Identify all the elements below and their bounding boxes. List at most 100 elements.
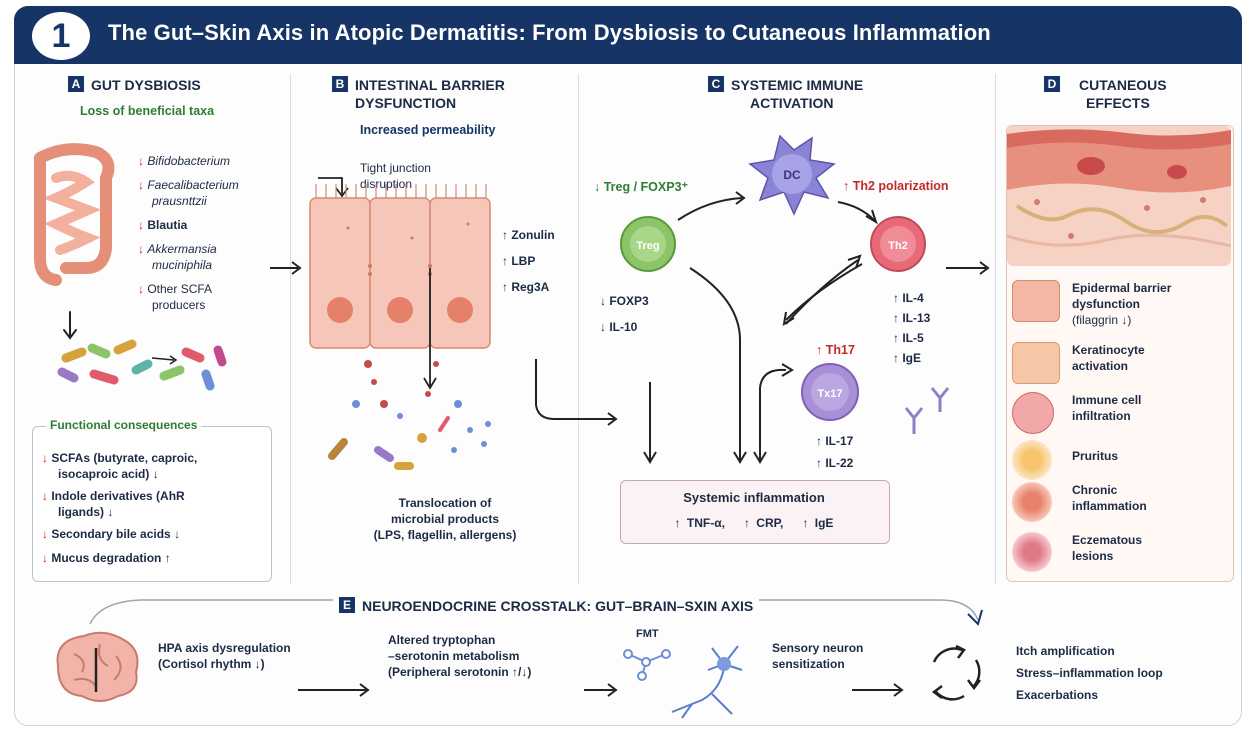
- marker-il22: ↑ IL-22: [816, 456, 854, 470]
- cell-nucleus: [387, 297, 413, 323]
- dendritic-cell: DC: [748, 134, 836, 216]
- immune-cell-icon: [1012, 392, 1054, 434]
- ascending-colon-shape: [34, 152, 62, 286]
- section-e-letter: E: [339, 597, 355, 613]
- skin-cross-section: [1007, 126, 1231, 266]
- marker-lbp: ↑ LBP: [502, 254, 536, 268]
- marker-tnf: ↑ TNF-α,: [674, 516, 725, 530]
- section-b-subheading: Increased permeability: [360, 123, 496, 137]
- outcome-exacerbations: Exacerbations: [1016, 688, 1099, 702]
- divider-a-b: [290, 74, 291, 584]
- th2-cell-label: Th2: [888, 240, 908, 252]
- neuron-illustration: [623, 645, 743, 719]
- section-a-heading: A GUT DYSBIOSIS: [68, 76, 201, 94]
- th2-markers: ↑ IL-4 ↑ IL-13 ↑ IL-5 ↑ IgE: [893, 288, 930, 368]
- treg-cell-label: Treg: [636, 240, 659, 252]
- systemic-inflammation-title: Systemic inflammation: [683, 490, 825, 505]
- arrow-sensory-to-loop: [852, 683, 904, 697]
- epithelium-illustration: [309, 177, 491, 470]
- fmt-label: FMT: [636, 628, 659, 640]
- hpa-label: HPA axis dysregulation(Cortisol rhythm ↓…: [158, 641, 291, 671]
- marker-il4: ↑ IL-4: [893, 291, 924, 305]
- systemic-inflammation-box: [620, 480, 890, 544]
- marker-il5: ↑ IL-5: [893, 331, 924, 345]
- th17-markers: ↑ IL-17 ↑ IL-22: [816, 430, 853, 474]
- inflammation-icon: [1012, 482, 1052, 522]
- arrow-c-to-d: [946, 261, 990, 275]
- epithelial-cell: [429, 197, 491, 349]
- consequence-item: ↓ Secondary bile acids ↓: [42, 527, 181, 541]
- lesion-icon: [1012, 532, 1052, 572]
- outcomes-list: Itch amplification Stress–inflammation l…: [1016, 640, 1163, 706]
- brain-icon: [56, 631, 139, 702]
- marker-reg3a: ↑ Reg3A: [502, 280, 550, 294]
- outcome-loop: Stress–inflammation loop: [1016, 666, 1163, 680]
- cell-nucleus: [327, 297, 353, 323]
- functional-consequences-title: Functional consequences: [46, 418, 202, 432]
- bacteria-illustration: [57, 311, 227, 391]
- treg-reduction-label: ↓ Treg / FOXP3⁺: [594, 180, 689, 194]
- figure-number-badge: 1: [32, 12, 90, 60]
- tryptophan-label: Altered tryptophan–serotonin metabolism(…: [388, 633, 532, 679]
- dc-label: DC: [783, 168, 801, 182]
- treg-markers: ↓ FOXP3 ↓ IL-10: [600, 288, 649, 340]
- marker-ige-systemic: ↑ IgE: [802, 516, 834, 530]
- arrow-hpa-to-trp: [298, 683, 370, 697]
- section-c-letter: C: [708, 76, 724, 92]
- epithelial-cell: [369, 197, 431, 349]
- section-a-title: GUT DYSBIOSIS: [91, 77, 201, 93]
- arrow-b-to-c: [535, 359, 618, 426]
- section-b-letter: B: [332, 76, 348, 92]
- section-a-subheading: Loss of beneficial taxa: [80, 104, 215, 118]
- taxa-item: ↓ Bifidobacterium: [138, 154, 231, 168]
- taxa-item: ↓ Blautia: [138, 218, 188, 232]
- marker-zonulin: ↑ Zonulin: [502, 228, 555, 242]
- effect-pruritus: Pruritus: [1012, 436, 1222, 486]
- epithelial-cell: [309, 197, 371, 349]
- divider-c-d: [995, 74, 996, 584]
- marker-ige: ↑ IgE: [893, 351, 922, 365]
- outcome-itch: Itch amplification: [1016, 644, 1115, 658]
- consequences-list: ↓ SCFAs (butyrate, caproic,isocaproic ac…: [42, 450, 267, 566]
- arrow-to-systemic: [643, 382, 657, 464]
- functional-consequences-box: [32, 426, 272, 582]
- section-d-letter: D: [1044, 76, 1060, 92]
- divider-b-c: [578, 74, 579, 584]
- antibody-icons: [904, 387, 950, 434]
- small-intestine-shape: [42, 170, 102, 255]
- arrow-trp-to-fmt: [584, 683, 618, 697]
- th17-cell-label: Tx17: [817, 388, 842, 400]
- marker-il17: ↑ IL-17: [816, 434, 854, 448]
- marker-foxp3: ↓ FOXP3: [600, 294, 649, 308]
- th17-label: ↑ Th17: [816, 343, 855, 357]
- consequence-item: ↓ SCFAs (butyrate, caproic,isocaproic ac…: [42, 451, 198, 481]
- arrow-a-to-b: [270, 261, 302, 275]
- section-a-letter: A: [68, 76, 84, 92]
- cell-nucleus: [447, 297, 473, 323]
- keratinocyte-icon: [1012, 342, 1060, 384]
- colon-shape: [34, 143, 115, 274]
- th2-polarization-label: ↑ Th2 polarization: [843, 179, 949, 193]
- marker-il13: ↑ IL-13: [893, 311, 931, 325]
- barrier-markers: ↑ Zonulin ↑ LBP ↑ Reg3A: [502, 222, 555, 300]
- intestine-illustration: [34, 143, 115, 286]
- consequence-item: ↓ Mucus degradation ↑: [42, 551, 171, 565]
- cycle-icon: [931, 644, 981, 701]
- figure-title: The Gut–Skin Axis in Atopic Dermatitis: …: [108, 20, 991, 45]
- marker-il10: ↓ IL-10: [600, 320, 638, 334]
